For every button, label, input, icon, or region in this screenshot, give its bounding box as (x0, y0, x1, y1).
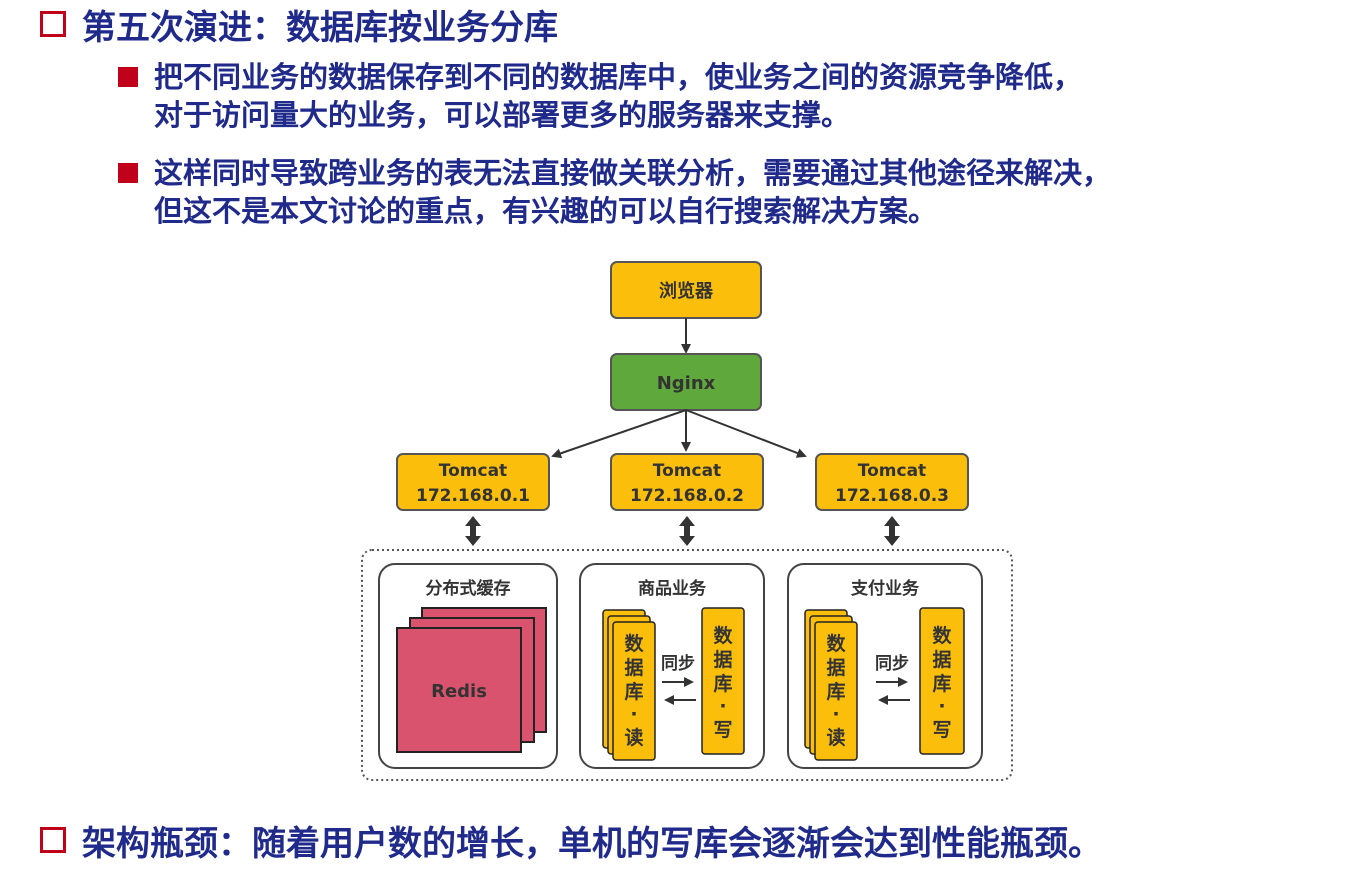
bullet-1-line-2: 对于访问量大的业务，可以部署更多的服务器来支撑。 (154, 98, 851, 132)
svg-text:写: 写 (932, 719, 951, 741)
architecture-diagram: 浏览器 Nginx Tomcat 172.168.0.1 Tomcat 172.… (361, 261, 1013, 781)
bullet-item-1: 把不同业务的数据保存到不同的数据库中，使业务之间的资源竞争降低， 对于访问量大的… (118, 58, 1082, 134)
goods-group: 商品业务 数 据 库 · 读 同步 数 据 库 · 写 (579, 563, 765, 769)
payment-sync-label: 同步 (875, 653, 909, 674)
svg-text:·: · (832, 703, 839, 725)
goods-title: 商品业务 (638, 578, 707, 599)
tomcat-1-ip: 172.168.0.1 (416, 486, 530, 506)
svg-text:据: 据 (932, 648, 951, 671)
goods-read-db (612, 621, 656, 761)
svg-text:库: 库 (932, 672, 951, 695)
svg-text:库: 库 (624, 680, 643, 703)
tomcat-2-ip: 172.168.0.2 (630, 486, 744, 506)
bullet-2-line-1: 这样同时导致跨业务的表无法直接做关联分析，需要通过其他途径来解决， (154, 156, 1112, 190)
tomcat-node-3: Tomcat 172.168.0.3 (815, 453, 969, 511)
arrow-nginx-tomcat-1 (551, 409, 687, 459)
hollow-square-bullet-icon (40, 827, 66, 853)
section-heading: 第五次演进：数据库按业务分库 (40, 2, 558, 48)
svg-text:库: 库 (713, 672, 732, 695)
svg-text:数: 数 (713, 624, 733, 647)
tomcat-3-name: Tomcat (858, 461, 926, 481)
goods-sync-label: 同步 (661, 653, 695, 674)
services-container (361, 549, 1013, 781)
tomcat-2-name: Tomcat (653, 461, 721, 481)
bottleneck-heading: 架构瓶颈：随着用户数的增长，单机的写库会逐渐会达到性能瓶颈。 (40, 818, 1102, 864)
tomcat-3-ip: 172.168.0.3 (835, 486, 949, 506)
goods-write-db (701, 607, 745, 755)
solid-square-bullet-icon (118, 163, 138, 183)
svg-text:·: · (630, 703, 637, 725)
svg-text:数: 数 (932, 624, 952, 647)
heading-text: 第五次演进：数据库按业务分库 (82, 7, 558, 48)
tomcat-1-name: Tomcat (439, 461, 507, 481)
solid-square-bullet-icon (118, 67, 138, 87)
double-arrow-icon (884, 516, 900, 546)
double-arrow-icons (465, 516, 900, 546)
payment-read-db (814, 621, 858, 761)
redis-label: Redis (431, 681, 487, 702)
svg-text:数: 数 (624, 632, 644, 655)
svg-text:据: 据 (713, 648, 732, 671)
svg-text:读: 读 (624, 726, 643, 749)
bottleneck-text: 架构瓶颈：随着用户数的增长，单机的写库会逐渐会达到性能瓶颈。 (82, 823, 1102, 864)
payment-group: 支付业务 数 据 库 · 读 同步 数 据 库 · 写 (787, 563, 983, 769)
bullet-item-2: 这样同时导致跨业务的表无法直接做关联分析，需要通过其他途径来解决， 但这不是本文… (118, 154, 1111, 230)
svg-text:·: · (938, 695, 945, 717)
double-arrow-icon (679, 516, 695, 546)
bullet-2-line-2: 但这不是本文讨论的重点，有兴趣的可以自行搜索解决方案。 (154, 194, 938, 228)
tomcat-node-2: Tomcat 172.168.0.2 (610, 453, 764, 511)
svg-text:据: 据 (624, 656, 643, 679)
hollow-square-bullet-icon (40, 11, 66, 37)
payment-write-db (919, 607, 965, 755)
svg-text:读: 读 (826, 726, 845, 749)
cache-title: 分布式缓存 (426, 578, 511, 599)
cache-group: 分布式缓存 Redis (378, 563, 558, 769)
nginx-label: Nginx (657, 373, 716, 394)
svg-text:·: · (719, 695, 726, 717)
svg-text:库: 库 (826, 680, 845, 703)
arrow-nginx-tomcat-3 (685, 409, 807, 458)
bullet-1-line-1: 把不同业务的数据保存到不同的数据库中，使业务之间的资源竞争降低， (154, 60, 1083, 94)
tomcat-node-1: Tomcat 172.168.0.1 (396, 453, 550, 511)
svg-text:数: 数 (826, 632, 846, 655)
payment-title: 支付业务 (851, 578, 920, 599)
nginx-node: Nginx (610, 353, 762, 411)
browser-label: 浏览器 (659, 280, 714, 302)
browser-node: 浏览器 (610, 261, 762, 319)
svg-text:据: 据 (826, 656, 845, 679)
svg-text:写: 写 (713, 719, 732, 741)
double-arrow-icon (465, 516, 481, 546)
